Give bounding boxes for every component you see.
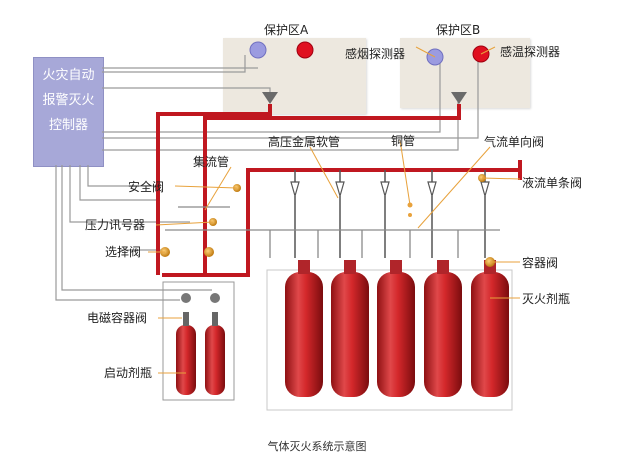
label-pressure-switch: 压力讯号器 <box>85 218 146 232</box>
discharge-pipes <box>156 104 520 277</box>
smoke-detector-a <box>249 41 267 59</box>
label-liquid-check-valve: 液流单条阀 <box>522 176 583 190</box>
label-safety-valve: 安全阀 <box>128 180 165 194</box>
label-smoke-detector: 感烟探测器 <box>345 47 406 61</box>
label-extinguisher-cylinder: 灭火剂瓶 <box>522 292 571 306</box>
start-cylinders <box>176 293 225 395</box>
copper-pipe-dot <box>408 213 412 217</box>
selector-valve-2 <box>204 247 214 257</box>
label-start-cylinder: 启动剂瓶 <box>104 366 153 380</box>
control-wires <box>55 55 479 301</box>
leader-lines <box>148 46 521 374</box>
label-solenoid-valve: 电磁容器阀 <box>87 311 148 325</box>
pilot-lines <box>165 206 500 258</box>
label-manifold: 集流管 <box>193 155 230 169</box>
agent-cylinders <box>285 174 509 397</box>
zone-b-title: 保护区B <box>436 23 481 37</box>
nozzle-b <box>451 92 467 104</box>
label-container-valve: 容器阀 <box>522 256 559 270</box>
starter-enclosure <box>162 281 235 401</box>
label-heat-detector: 感温探测器 <box>500 45 561 59</box>
diagram-caption: 气体灭火系统示意图 <box>267 440 367 453</box>
label-hp-hose: 高压金属软管 <box>268 135 341 149</box>
controller-line-1: 火灾自动 <box>42 68 95 83</box>
check-valves <box>290 181 490 199</box>
hoses <box>294 170 486 258</box>
label-selector-valve: 选择阀 <box>105 245 142 259</box>
protection-zone-a <box>223 38 366 114</box>
label-copper-pipe: 铜管 <box>391 134 416 148</box>
controller-line-2: 报警灭火 <box>42 93 95 108</box>
heat-detector-a <box>296 41 314 59</box>
cylinder-rack <box>266 269 513 411</box>
zone-a-title: 保护区A <box>264 23 309 37</box>
controller-line-3: 控制器 <box>48 118 88 133</box>
fire-alarm-controller: 火灾自动 报警灭火 控制器 <box>33 57 104 167</box>
nozzle-a <box>262 92 278 104</box>
label-gas-check-valve: 气流单向阀 <box>484 135 545 149</box>
